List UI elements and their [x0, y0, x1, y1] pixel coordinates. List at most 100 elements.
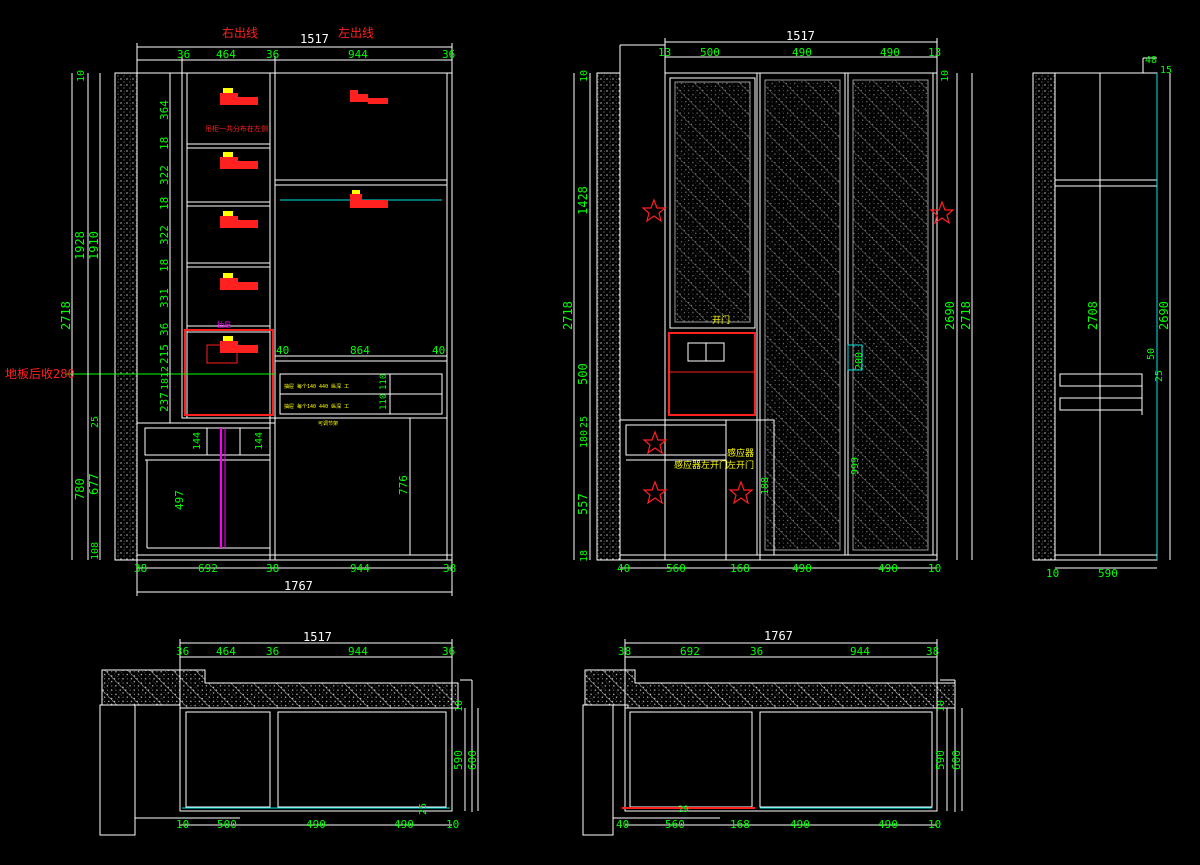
view1-bottom-dim-3: 944 [350, 562, 370, 575]
plan1-bottom-2: 490 [306, 818, 326, 831]
view3-inner-height: 2708 [1086, 301, 1100, 330]
plan2-bottom-4: 490 [878, 818, 898, 831]
view1-bottom-dim-0: 38 [134, 562, 147, 575]
view1-shelf-1: 18 [158, 137, 171, 150]
view1-drawer-dim-1: 110 [379, 394, 389, 410]
view2-handle-dim: 200 [854, 352, 865, 370]
view1-markers [220, 88, 388, 353]
view2-sensor-label-b: 感应器左开门 [674, 459, 728, 471]
view2-bottom-1: 560 [666, 562, 686, 575]
view2-bottom-2: 168 [730, 562, 750, 575]
view1-bottom-dim-4: 38 [443, 562, 456, 575]
view3-bottom-b: 590 [1098, 567, 1118, 580]
view1-red-label-b: 左出线 [338, 25, 374, 40]
view1-left-lower-a: 780 [73, 478, 87, 500]
view1-left-top: 10 [76, 70, 87, 82]
view2-bottom-0: 40 [617, 562, 630, 575]
plan2-depth-a: 590 [934, 750, 947, 770]
view1-left-mid-b: 1910 [87, 231, 101, 260]
view3-section [1032, 57, 1171, 569]
plan2-bottom-5: 10 [928, 818, 941, 831]
view1-shelf-6: 331 [158, 288, 171, 308]
view1-red-label: 抽屉 [217, 320, 231, 329]
view1-dim-top-3: 944 [348, 48, 368, 61]
view2-right-outer: 2718 [959, 301, 973, 330]
view1-red-cabinet [184, 329, 274, 416]
plan2-red-mark: 29 [678, 805, 689, 815]
view1-dimlines [71, 43, 453, 596]
plan1-depth-a: 590 [452, 750, 465, 770]
view2-wall-hatch [596, 72, 621, 561]
view2-handle-dim-b: 999 [850, 457, 861, 475]
plan1-labels: 1517 36 464 36 944 36 590 600 10 25 10 5… [176, 630, 479, 831]
plan2-bottom-1: 560 [665, 818, 685, 831]
view2-left-c: 557 [576, 493, 590, 515]
view2-elevation [596, 72, 938, 561]
plan1-top-2: 36 [266, 645, 279, 658]
view2-bottom-4: 490 [878, 562, 898, 575]
view3-dim-50: 50 [1146, 348, 1157, 360]
plan2-bottom-0: 40 [616, 818, 629, 831]
plan2 [582, 639, 963, 836]
view1-overall: 1767 [284, 579, 313, 593]
view2-sensor-label-a: 感应器 [727, 447, 754, 459]
view1-cabinet-outline [136, 72, 453, 561]
view2-left-top: 10 [579, 70, 590, 82]
view1-shelf-10: 18 [160, 378, 171, 390]
view2-right-top: 10 [940, 70, 951, 82]
view1-dim-top-4: 36 [442, 48, 455, 61]
plan1-top-4: 36 [442, 645, 455, 658]
view1-shelf-3: 18 [158, 197, 171, 210]
plan1-bottom-0: 10 [176, 818, 189, 831]
plan2-top-2: 36 [750, 645, 763, 658]
view1-right-shelf-1: 864 [350, 344, 370, 357]
plan2-bottom-3: 490 [790, 818, 810, 831]
view1-bottom-dim-1: 692 [198, 562, 218, 575]
view1-right-shelf-2: 40 [432, 344, 445, 357]
plan1-bottom-3: 490 [394, 818, 414, 831]
view2-bottom-5: 10 [928, 562, 941, 575]
view2-bottom-3: 490 [792, 562, 812, 575]
plan1-depth-b: 600 [466, 750, 479, 770]
view1-shelf-8: 215 [158, 344, 171, 364]
view3-labels: 48 15 2708 2690 50 25 10 590 [1046, 55, 1172, 580]
view2-top-4: 13 [928, 46, 941, 59]
view1-shelf-11: 237 [158, 392, 171, 412]
view1-dim-top-0: 36 [177, 48, 190, 61]
view1-drawer-note-b: 抽屉 每个140 440 纵深 工 [284, 403, 349, 410]
view1-left-lower-b: 677 [87, 473, 101, 495]
plan2-top-0: 38 [618, 645, 631, 658]
plan1-side-mark: 25 [418, 803, 429, 815]
view1-labels: 右出线 左出线 1517 36 464 36 944 36 2718 1928 … [5, 25, 456, 593]
view3-top-a: 48 [1145, 55, 1157, 66]
plan2-depth-b: 600 [950, 750, 963, 770]
view1-dim-top-1: 464 [216, 48, 236, 61]
view2-left-bottom: 18 [579, 550, 590, 562]
plan1-total-width: 1517 [303, 630, 332, 644]
view1-left-gap: 25 [90, 416, 101, 428]
plan1-top-0: 36 [176, 645, 189, 658]
plan1 [99, 639, 479, 836]
view1-right-shelf-0: 40 [276, 344, 289, 357]
view1-shelf-0: 364 [158, 100, 171, 120]
view1-door-height: 497 [173, 490, 186, 510]
plan2-wall-hatch [584, 669, 956, 709]
view1-shelf-2: 322 [158, 165, 171, 185]
view1-floor-note: 地板后收280 [5, 367, 75, 381]
view2-top-0: 13 [658, 46, 671, 59]
view2-top-3: 490 [880, 46, 900, 59]
view1-left-bottom: 108 [90, 542, 101, 560]
view2-left-outer: 2718 [561, 301, 575, 330]
view2-left-upper: 1428 [576, 186, 590, 215]
view3-wall-hatch [1032, 72, 1056, 561]
plan2-top-4: 38 [926, 645, 939, 658]
plan1-right-top: 10 [454, 700, 465, 712]
view2-door-label: 开门 [712, 314, 730, 326]
view3-top-b: 15 [1160, 65, 1172, 76]
view1-shelf-7: 36 [158, 323, 171, 336]
plan1-top-3: 944 [348, 645, 368, 658]
view1-elevation [65, 72, 453, 561]
view2-left-mid: 500 [576, 363, 590, 385]
view2-right-inner: 2690 [943, 301, 957, 330]
plan2-top-3: 944 [850, 645, 870, 658]
